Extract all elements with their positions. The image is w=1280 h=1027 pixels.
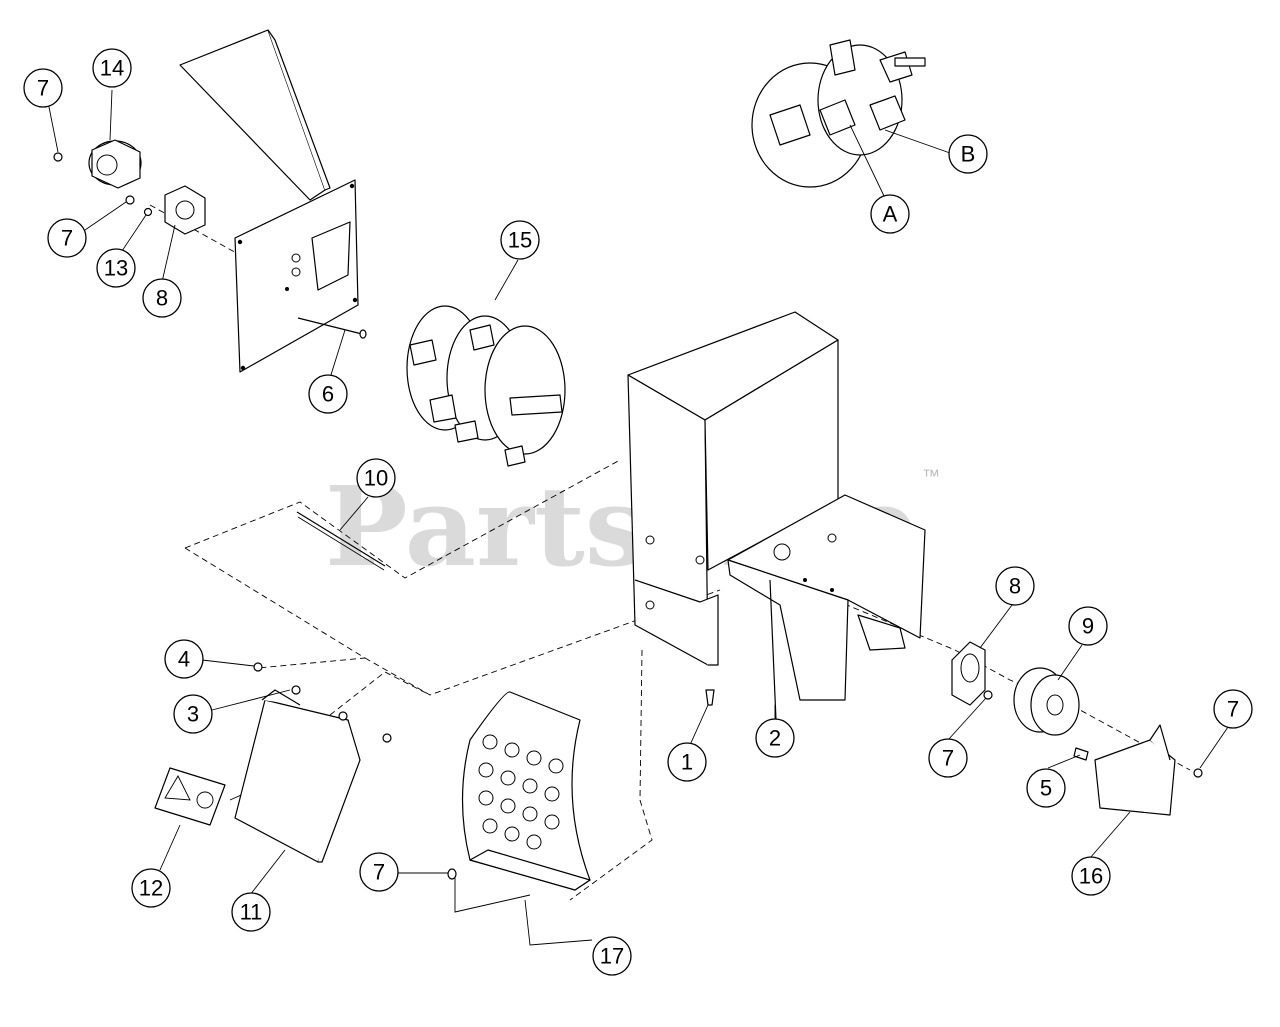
callout: A: [870, 194, 910, 234]
svg-text:1: 1: [681, 750, 693, 775]
callout: 5: [1026, 768, 1066, 808]
watermark-trademark: ™: [922, 466, 940, 486]
callout: 4: [164, 639, 204, 679]
part-hub-14: [53, 139, 142, 189]
svg-text:A: A: [883, 202, 898, 227]
svg-text:15: 15: [508, 228, 532, 253]
callout: 12: [131, 868, 171, 908]
part-bolt-1: [705, 689, 715, 706]
part-rotor-15: [406, 305, 566, 467]
svg-text:14: 14: [100, 56, 124, 81]
callout: 7: [1213, 689, 1253, 729]
svg-text:7: 7: [942, 746, 954, 771]
callout: 7: [23, 68, 63, 108]
callout: 15: [500, 220, 540, 260]
svg-text:B: B: [961, 142, 976, 167]
part-chute-11: [234, 662, 392, 863]
svg-text:17: 17: [600, 944, 624, 969]
svg-text:4: 4: [178, 647, 190, 672]
callout: 16: [1071, 856, 1111, 896]
leader-lines: [47, 89, 1229, 896]
svg-text:3: 3: [187, 702, 199, 727]
callout: 3: [173, 694, 213, 734]
part-shaft-10: [296, 511, 386, 571]
callout: 2: [755, 718, 795, 758]
svg-text:12: 12: [139, 876, 163, 901]
part-screen-17: [447, 691, 591, 891]
callout: 7: [359, 852, 399, 892]
svg-text:6: 6: [322, 382, 334, 407]
part-rotor-upper: [751, 39, 926, 188]
part-drive-assembly: [951, 641, 1203, 816]
callout: 1: [667, 742, 707, 782]
svg-text:16: 16: [1079, 864, 1103, 889]
callout: 14: [92, 48, 132, 88]
part-housing: [627, 311, 839, 666]
part-bracket-2: [727, 494, 926, 721]
svg-text:13: 13: [104, 256, 128, 281]
callout: 7: [928, 738, 968, 778]
part-pin-6: [297, 317, 367, 339]
svg-text:8: 8: [1009, 574, 1021, 599]
callout: 9: [1068, 606, 1108, 646]
svg-text:8: 8: [156, 286, 168, 311]
svg-text:9: 9: [1082, 614, 1094, 639]
callout: 7: [47, 218, 87, 258]
part-label-12: [154, 767, 226, 826]
callout: 13: [96, 248, 136, 288]
svg-text:7: 7: [373, 860, 385, 885]
svg-text:5: 5: [1040, 776, 1052, 801]
svg-text:11: 11: [240, 900, 263, 925]
callout: 8: [995, 566, 1035, 606]
part-bearing-8-upper: [125, 185, 206, 235]
svg-text:10: 10: [364, 466, 388, 491]
callout: 6: [308, 374, 348, 414]
callout: 11: [231, 892, 271, 932]
callouts: 14 7 7 13 8 6 15 B A 10 4 3 12 11 7 17 1…: [23, 48, 1253, 976]
svg-text:7: 7: [37, 76, 49, 101]
callout: 8: [142, 278, 182, 318]
part-hopper-chute: [179, 29, 359, 373]
callout: B: [948, 134, 988, 174]
svg-text:7: 7: [1227, 697, 1239, 722]
svg-text:7: 7: [61, 226, 73, 251]
svg-text:2: 2: [769, 726, 781, 751]
callout: 10: [356, 458, 396, 498]
callout: 17: [592, 936, 632, 976]
